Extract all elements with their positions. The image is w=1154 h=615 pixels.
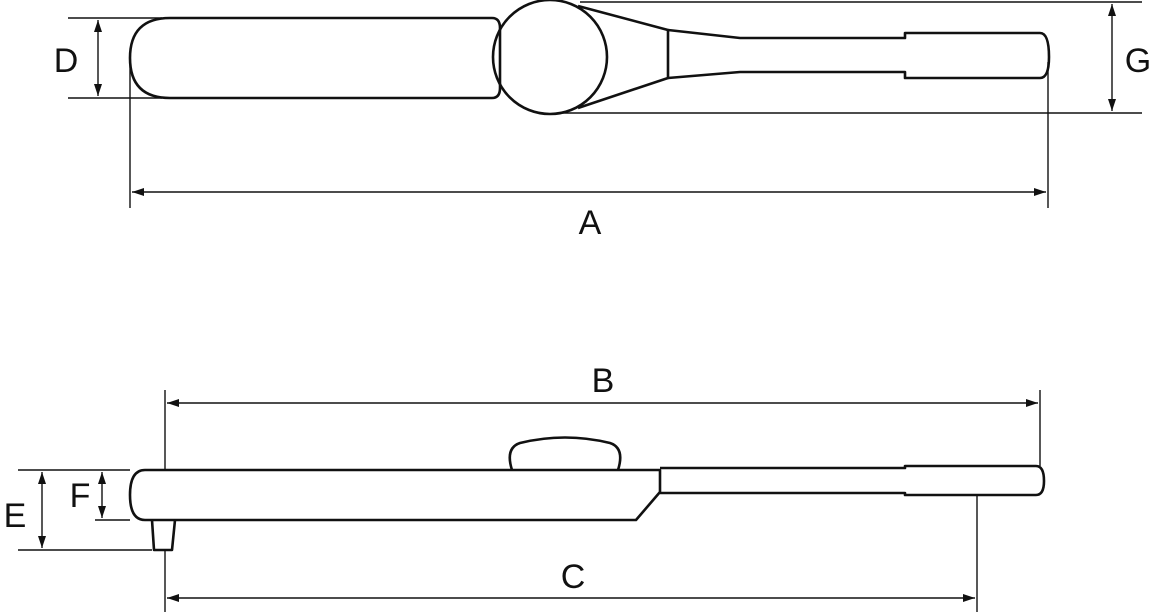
label-e: E	[4, 497, 27, 535]
square-drive	[150, 519, 177, 552]
label-a: A	[579, 204, 602, 242]
side-view: B C E F	[4, 362, 1046, 612]
shaft-top	[667, 28, 1051, 80]
ratchet-head-top	[491, 0, 609, 116]
handle-top	[128, 16, 502, 100]
top-view: D G A	[54, 0, 1151, 242]
label-d: D	[54, 42, 79, 80]
body-side	[128, 468, 662, 522]
label-c: C	[561, 558, 586, 596]
label-g: G	[1125, 42, 1151, 80]
label-f: F	[70, 477, 91, 515]
label-b: B	[592, 362, 615, 400]
shaft-side	[660, 464, 1046, 497]
reversing-lever	[508, 436, 622, 471]
neck-top	[577, 4, 670, 110]
